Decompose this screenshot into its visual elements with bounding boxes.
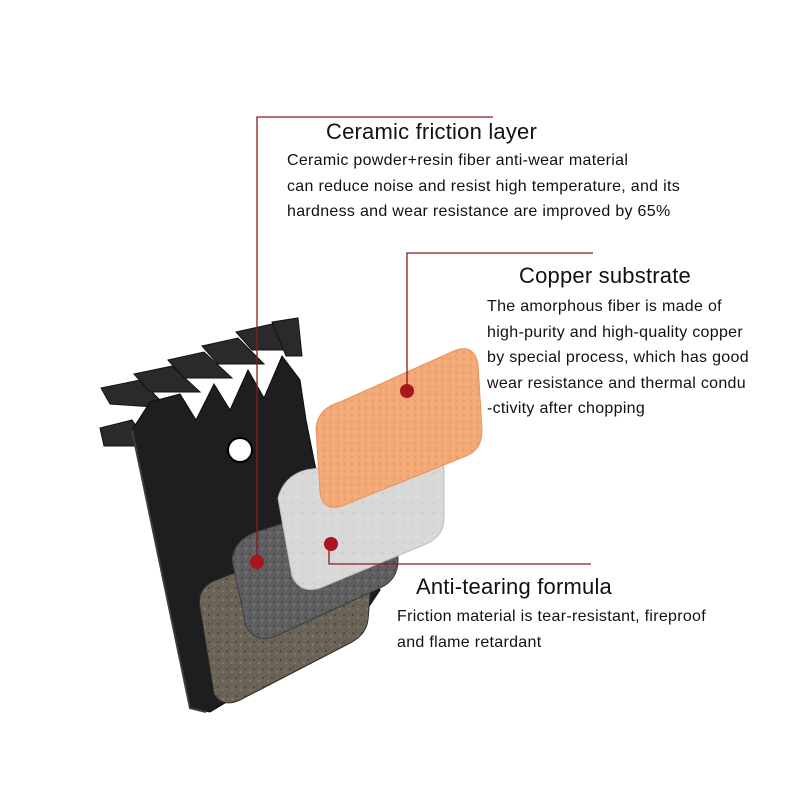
copper-callout-line: The amorphous fiber is made of xyxy=(487,298,722,315)
ceramic-callout-line: hardness and wear resistance are improve… xyxy=(287,203,671,220)
anti-tearing-callout-title: Anti-tearing formula xyxy=(416,574,612,599)
ceramic-callout-title: Ceramic friction layer xyxy=(326,119,538,144)
anti-tearing-callout-line: and flame retardant xyxy=(397,633,542,651)
ceramic-callout-line: Ceramic powder+resin fiber anti-wear mat… xyxy=(287,152,629,169)
ceramic-callout-line: can reduce noise and resist high tempera… xyxy=(287,177,681,195)
copper-callout-body: The amorphous fiber is made of high-puri… xyxy=(487,294,749,422)
marker-dots xyxy=(250,384,414,569)
anti-tearing-marker-dot xyxy=(324,537,338,551)
copper-callout-line: -ctivity after chopping xyxy=(487,400,646,417)
anti-tearing-leader-line xyxy=(328,545,591,565)
ceramic-callout-body: Ceramic powder+resin fiber anti-wear mat… xyxy=(287,148,680,225)
copper-callout-line: wear resistance and thermal condu xyxy=(487,374,746,392)
mounting-hole xyxy=(227,437,253,463)
copper-marker-dot xyxy=(400,384,414,398)
copper-callout-line: by special process, which has good xyxy=(487,349,749,366)
ceramic-leader-line xyxy=(256,116,493,562)
copper-callout-title: Copper substrate xyxy=(519,263,691,288)
anti-tearing-callout-body: Friction material is tear-resistant, fir… xyxy=(397,604,706,655)
copper-leader-line xyxy=(406,252,593,391)
ceramic-marker-dot xyxy=(250,555,264,569)
copper-substrate-layer xyxy=(315,348,483,508)
leader-lines xyxy=(256,116,593,565)
anti-tearing-callout-line: Friction material is tear-resistant, fir… xyxy=(397,608,707,625)
copper-callout-line: high-purity and high-quality copper xyxy=(487,323,743,341)
